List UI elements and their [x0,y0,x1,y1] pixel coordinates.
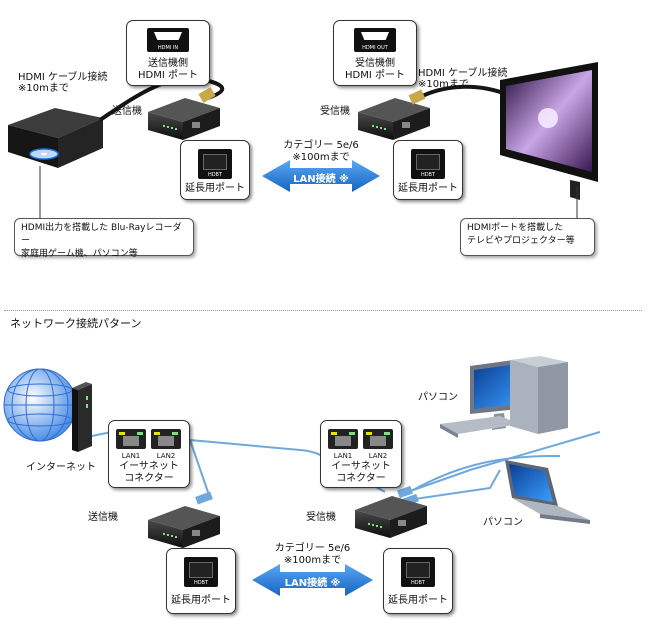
lan1-port-icon [116,429,146,449]
internet-label: インターネット [26,462,96,473]
receiver-label-top: 受信機 [320,106,350,117]
tx-ext-port-label: 延長用ポート [185,183,245,194]
rx-port-title-2: HDMI ポート [345,70,405,81]
section-divider [4,310,642,311]
source-note-line-2: 家庭用ゲーム機、パソコン等 [21,249,138,259]
category-note-bottom: ※100mまで [283,555,342,566]
display-note-line-2: テレビやプロジェクター等 [467,236,575,246]
network-section-title: ネットワーク接続パターン [10,317,142,330]
lan2-port-icon [151,429,181,449]
tx-ext-port-box-bottom: HDBT 延長用ポート [166,548,236,614]
rx-ethernet-label-1: イーサネット [331,461,391,472]
lan2-label: LAN2 [368,452,388,460]
lan-arrow-top [262,160,380,192]
rx-ext-port-box: HDBT 延長用ポート [393,140,463,200]
tx-ethernet-box: LAN1 LAN2 イーサネット コネクター [108,420,190,488]
laptop-pc-icon [505,460,590,524]
desktop-pc-icon [440,356,568,438]
source-note-line-1: HDMI出力を搭載した Blu-Rayレコーダー [21,223,182,246]
network-cable-laptop [407,469,501,501]
lan1-port-icon [328,429,358,449]
globe-icon [3,368,77,442]
desktop-pc-label: パソコン [418,392,458,403]
receiver-label-bottom: 受信機 [306,512,336,523]
tv-icon [500,62,598,200]
receiver-device-bottom [355,496,427,538]
rx-ethernet-box: LAN1 LAN2 イーサネット コネクター [320,420,402,488]
rx-port-title-1: 受信機側 [355,58,395,69]
hdmi-out-port-icon: HDMI OUT [354,28,396,52]
source-device-note: HDMI出力を搭載した Blu-Rayレコーダー 家庭用ゲーム機、パソコン等 [14,218,194,259]
laptop-pc-label: パソコン [483,517,523,528]
transmitter-device-top [148,98,220,140]
rx-ext-port-box-bottom: HDBT 延長用ポート [383,548,453,614]
category-label-bottom: カテゴリー 5e/6 [274,543,351,554]
tx-ext-port-box: HDBT 延長用ポート [180,140,250,200]
hdmi-in-port-icon: HDMI IN [147,28,189,52]
rx-hdmi-port-box: HDMI OUT 受信機側 HDMI ポート [333,20,417,86]
tx-port-title-2: HDMI ポート [138,70,198,81]
tx-port-title-1: 送信機側 [148,58,188,69]
tx-ext-port-label-bottom: 延長用ポート [171,595,231,606]
lan1-label: LAN1 [121,452,141,460]
hdbt-port-icon: HDBT [198,149,232,179]
lan2-port-icon [363,429,393,449]
receiver-device-top [358,98,430,140]
router-icon [72,382,92,452]
hdmi-cable-right-note: ※10mまで [418,79,469,90]
category-note-top: ※100mまで [292,152,350,163]
hdmi-out-port-label: HDMI OUT [362,45,388,51]
network-cable-desktop [401,431,601,495]
bluray-recorder-icon [8,108,103,168]
hdmi-cable-right-label: HDMI ケーブル接続 [418,68,508,79]
hdbt-port-icon: HDBT [184,557,218,587]
lan1-label: LAN1 [333,452,353,460]
hdbt-port-icon: HDBT [401,557,435,587]
lan-label-top: LAN接続 ※非IP [293,174,349,200]
category-label-top: カテゴリー 5e/6 [283,140,359,151]
tx-ethernet-label-1: イーサネット [119,461,179,472]
lan-label-bottom: LAN接続 ※非IP [284,578,341,604]
sender-label-top: 送信機 [112,106,142,117]
hdbt-port-icon: HDBT [411,149,445,179]
display-device-note: HDMIポートを搭載した テレビやプロジェクター等 [460,218,595,256]
hdmi-cable-left-label: HDMI ケーブル接続 [18,72,108,83]
sender-label-bottom: 送信機 [88,512,118,523]
hdmi-cable-left-note: ※10mまで [18,83,69,94]
tx-hdmi-port-box: HDMI IN 送信機側 HDMI ポート [126,20,210,86]
lan2-label: LAN2 [156,452,176,460]
transmitter-device-bottom [148,506,220,548]
tx-ethernet-label-2: コネクター [124,473,174,484]
rx-ethernet-label-2: コネクター [336,473,386,484]
lan-arrow-bottom [252,564,373,596]
hdmi-in-port-label: HDMI IN [157,45,179,51]
rx-ext-port-label-bottom: 延長用ポート [388,595,448,606]
rx-ext-port-label: 延長用ポート [398,183,458,194]
display-note-line-1: HDMIポートを搭載した [467,223,564,233]
